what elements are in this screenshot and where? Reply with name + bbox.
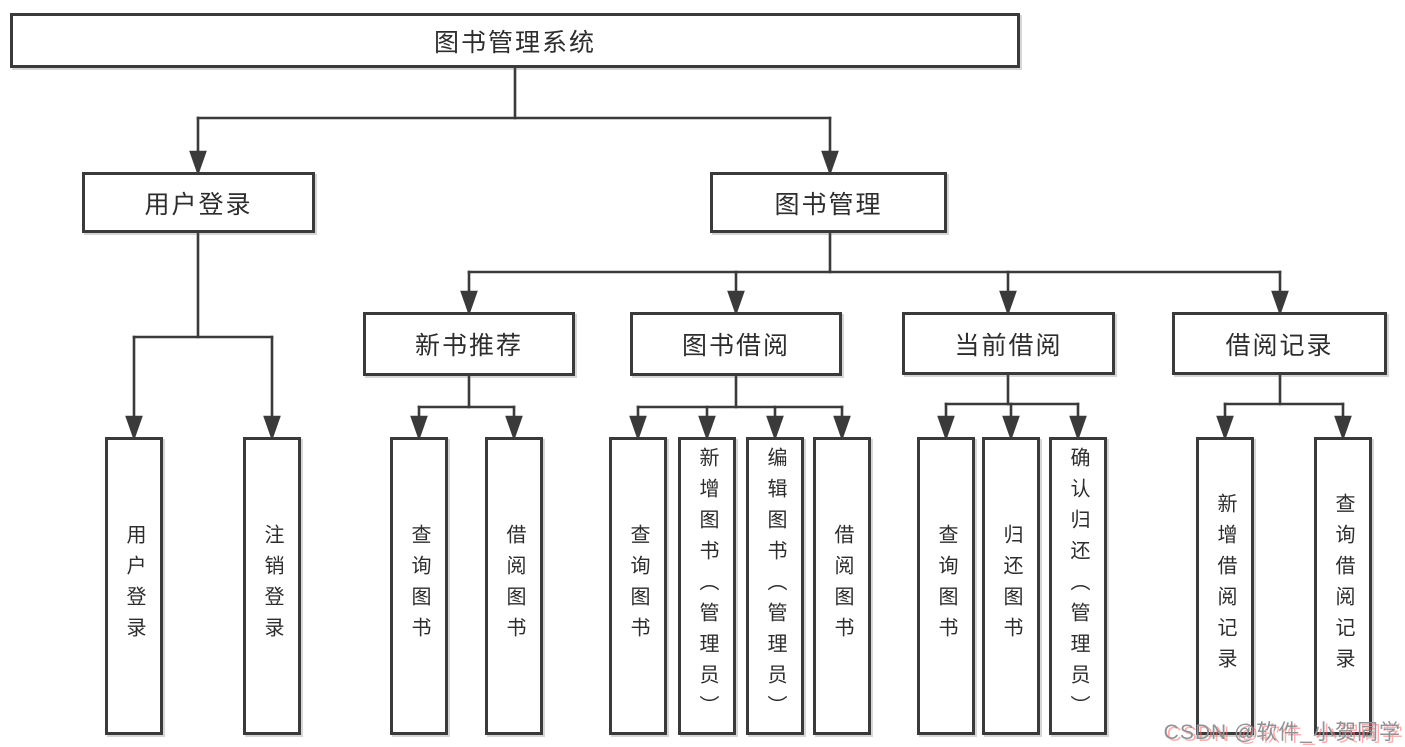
leaf-label: 借阅图书	[831, 524, 853, 648]
node-label: 借阅记录	[1225, 331, 1334, 360]
leaf-label: 查询图书	[408, 524, 430, 648]
edge-current-to-leaves	[937, 373, 1087, 441]
leaf-add-book-admin: 新增图书（管理员）	[678, 437, 736, 735]
leaf-query-borrow-record: 查询借阅记录	[1314, 437, 1372, 735]
leaf-logout: 注销登录	[243, 437, 301, 735]
leaf-label: 查询图书	[627, 524, 649, 648]
node-library-management-system: 图书管理系统	[10, 13, 1020, 68]
node-label: 用户登录	[144, 190, 253, 219]
node-current-borrow: 当前借阅	[902, 312, 1115, 375]
edge-borrow-to-leaves	[629, 374, 851, 441]
node-book-management: 图书管理	[710, 172, 947, 233]
leaf-query-book: 查询图书	[917, 437, 975, 735]
edge-records-to-leaves	[1216, 373, 1352, 441]
node-user-login: 用户登录	[82, 172, 315, 233]
leaf-add-borrow-record: 新增借阅记录	[1196, 437, 1254, 735]
node-label: 图书管理系统	[433, 28, 596, 57]
watermark: CSDN @软件_小贺同学	[1163, 721, 1401, 744]
leaf-confirm-return-admin: 确认归还（管理员）	[1049, 437, 1107, 735]
node-book-borrow: 图书借阅	[630, 312, 842, 376]
node-label: 图书管理	[774, 190, 883, 219]
edge-newbook-to-leaves	[410, 374, 523, 441]
node-borrow-records: 借阅记录	[1172, 312, 1387, 375]
leaf-label: 用户登录	[123, 524, 145, 648]
node-label: 当前借阅	[954, 331, 1063, 360]
node-label: 新书推荐	[414, 332, 523, 360]
leaf-label: 编辑图书（管理员）	[764, 446, 786, 726]
leaf-label: 查询借阅记录	[1332, 493, 1354, 679]
leaf-edit-book-admin: 编辑图书（管理员）	[746, 437, 804, 735]
leaf-query-book: 查询图书	[609, 437, 667, 735]
leaf-label: 查询图书	[935, 524, 957, 648]
leaf-borrow-book: 借阅图书	[485, 437, 543, 735]
leaf-label: 借阅图书	[503, 524, 525, 648]
leaf-query-book: 查询图书	[390, 437, 448, 735]
edge-root-to-level2	[189, 66, 839, 176]
leaf-label: 新增借阅记录	[1214, 493, 1236, 679]
leaf-user-login: 用户登录	[105, 437, 163, 735]
node-new-book-recommend: 新书推荐	[363, 312, 575, 376]
edge-login-to-leaves	[125, 231, 281, 441]
leaf-label: 新增图书（管理员）	[696, 446, 718, 726]
leaf-borrow-book: 借阅图书	[813, 437, 871, 735]
leaf-return-book: 归还图书	[982, 437, 1040, 735]
node-label: 图书借阅	[681, 332, 790, 360]
leaf-label: 归还图书	[1000, 524, 1022, 648]
leaf-label: 确认归还（管理员）	[1067, 446, 1089, 726]
leaf-label: 注销登录	[261, 524, 283, 648]
edge-mgmt-to-level3	[460, 231, 1289, 316]
